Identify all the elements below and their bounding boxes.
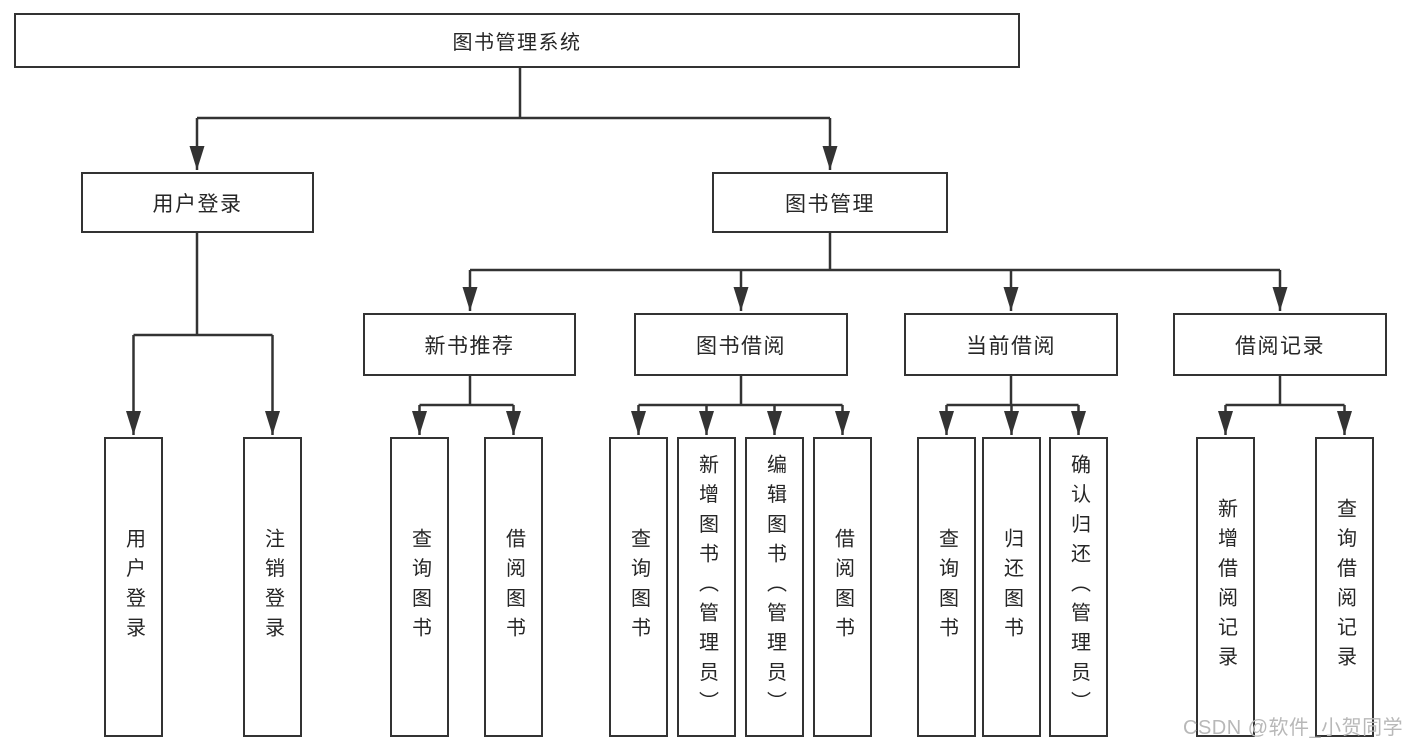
node-book-management: 图书管理 [712, 172, 948, 233]
connector-login-split [133, 233, 273, 337]
connector-records-split [1225, 376, 1345, 407]
leaf-borrow-borrow-books: 借阅图书 [813, 437, 872, 737]
node-current-borrow: 当前借阅 [904, 313, 1118, 376]
connector-current-split [946, 376, 1079, 407]
leaf-query-borrow-record: 查询借阅记录 [1315, 437, 1374, 737]
leaf-label: 编辑图书（管理员） [763, 453, 786, 721]
leaf-current-query-books: 查询图书 [917, 437, 976, 737]
leaf-add-borrow-record: 新增借阅记录 [1196, 437, 1255, 737]
node-user-login: 用户登录 [81, 172, 314, 233]
leaf-label: 查询图书 [935, 527, 958, 647]
leaf-add-books-admin: 新增图书（管理员） [677, 437, 736, 737]
leaf-label: 借阅图书 [831, 527, 854, 647]
leaf-label: 查询图书 [408, 527, 431, 647]
leaf-label: 确认归还（管理员） [1067, 453, 1090, 721]
leaf-edit-books-admin: 编辑图书（管理员） [745, 437, 804, 737]
leaf-label: 查询借阅记录 [1333, 498, 1356, 676]
leaf-borrow-query-books: 查询图书 [609, 437, 668, 737]
leaf-label: 注销登录 [261, 527, 284, 647]
csdn-watermark: CSDN @软件_小贺同学 [1183, 717, 1404, 739]
connector-recommend-split [419, 376, 514, 407]
node-root: 图书管理系统 [14, 13, 1020, 68]
node-borrow-records: 借阅记录 [1173, 313, 1387, 376]
connector-borrow-split [638, 376, 843, 407]
leaf-label: 归还图书 [1000, 527, 1023, 647]
leaf-user-login: 用户登录 [104, 437, 163, 737]
node-new-book-recommend: 新书推荐 [363, 313, 576, 376]
leaf-recommend-query-books: 查询图书 [390, 437, 449, 737]
node-book-borrow: 图书借阅 [634, 313, 848, 376]
leaf-label: 查询图书 [627, 527, 650, 647]
leaf-label: 借阅图书 [502, 527, 525, 647]
leaf-label: 新增图书（管理员） [695, 453, 718, 721]
leaf-confirm-return-admin: 确认归还（管理员） [1049, 437, 1108, 737]
connector-mgmt-split [470, 233, 1280, 272]
leaf-logout: 注销登录 [243, 437, 302, 737]
leaf-label: 用户登录 [122, 527, 145, 647]
connector-root-split [197, 68, 830, 120]
leaf-return-books: 归还图书 [982, 437, 1041, 737]
leaf-recommend-borrow-books: 借阅图书 [484, 437, 543, 737]
leaf-label: 新增借阅记录 [1214, 498, 1237, 676]
